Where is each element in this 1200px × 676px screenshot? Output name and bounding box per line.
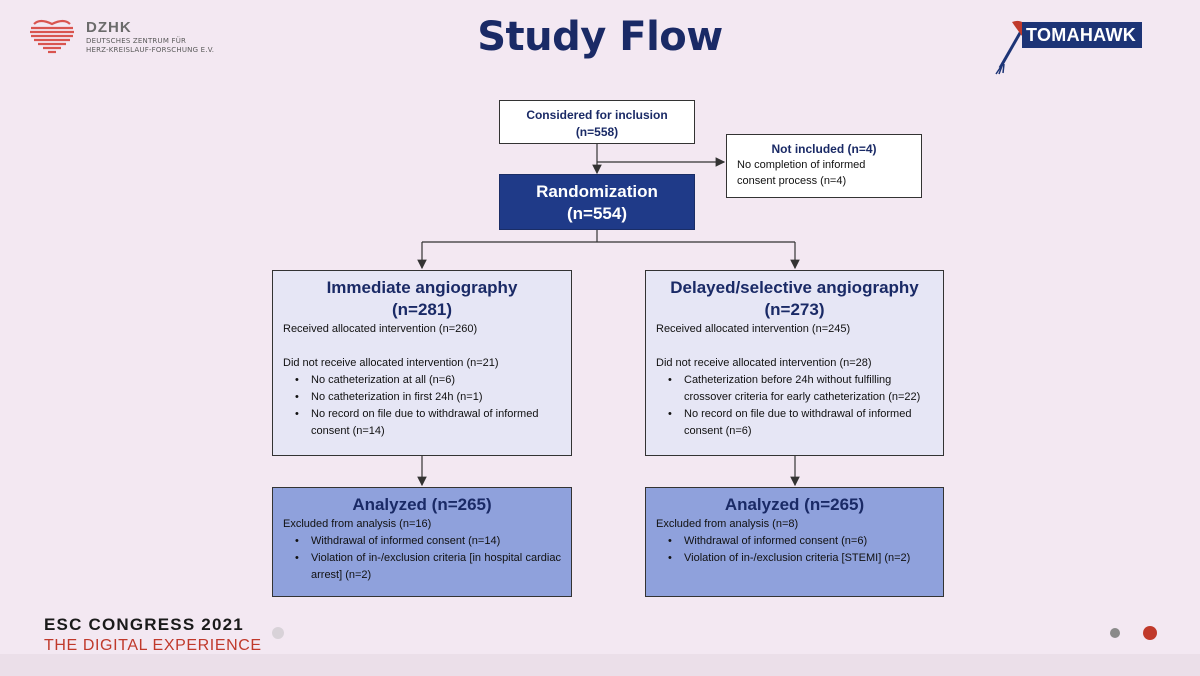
- delayed-title: Delayed/selective angiography: [670, 278, 919, 297]
- not-included-title: Not included (n=4): [771, 142, 877, 156]
- analyzed-right-box: Analyzed (n=265) Excluded from analysis …: [645, 487, 944, 597]
- immediate-bullets: No catheterization at all (n=6) No cathe…: [283, 372, 561, 440]
- esc-title: ESC CONGRESS 2021: [44, 615, 244, 634]
- page-title: Study Flow: [477, 14, 723, 60]
- immediate-count: (n=281): [392, 300, 452, 319]
- delayed-count: (n=273): [764, 300, 825, 319]
- immediate-received: Received allocated intervention (n=260): [283, 323, 478, 335]
- esc-congress-logo: ESC CONGRESS 2021 THE DIGITAL EXPERIENCE: [44, 615, 262, 655]
- list-item: No catheterization at all (n=6): [295, 372, 561, 389]
- not-included-box: Not included (n=4) No completion of info…: [726, 134, 922, 198]
- randomization-box: Randomization (n=554): [499, 174, 695, 230]
- delayed-received: Received allocated intervention (n=245): [656, 323, 851, 335]
- esc-subtitle: THE DIGITAL EXPERIENCE: [44, 637, 262, 654]
- analyzed-left-box: Analyzed (n=265) Excluded from analysis …: [272, 487, 572, 597]
- delayed-not-received: Did not receive allocated intervention (…: [656, 357, 872, 369]
- immediate-title: Immediate angiography: [326, 278, 518, 297]
- tomahawk-label: TOMAHAWK: [1022, 22, 1143, 48]
- delayed-bullets: Catheterization before 24h without fulfi…: [656, 372, 933, 440]
- slide-dot-active[interactable]: [1143, 626, 1157, 640]
- immediate-not-received: Did not receive allocated intervention (…: [283, 357, 499, 369]
- dzhk-logo: DZHK DEUTSCHES ZENTRUM FÜR HERZ-KREISLAU…: [28, 18, 228, 58]
- considered-count: (n=558): [575, 125, 619, 139]
- list-item: Withdrawal of informed consent (n=14): [295, 533, 561, 550]
- analyzed-right-bullets: Withdrawal of informed consent (n=6) Vio…: [656, 533, 933, 567]
- not-included-line-1: No completion of informed: [737, 159, 866, 171]
- list-item: Violation of in-/exclusion criteria [STE…: [668, 550, 933, 567]
- immediate-box: Immediate angiography (n=281) Received a…: [272, 270, 572, 456]
- analyzed-left-bullets: Withdrawal of informed consent (n=14) Vi…: [283, 533, 561, 584]
- delayed-box: Delayed/selective angiography (n=273) Re…: [645, 270, 944, 456]
- list-item: No record on file due to withdrawal of i…: [295, 406, 561, 440]
- dzhk-name: DZHK: [86, 19, 132, 36]
- considered-title: Considered for inclusion: [526, 108, 668, 122]
- list-item: Withdrawal of informed consent (n=6): [668, 533, 933, 550]
- list-item: No record on file due to withdrawal of i…: [668, 406, 933, 440]
- list-item: Catheterization before 24h without fulfi…: [668, 372, 933, 406]
- list-item: No catheterization in first 24h (n=1): [295, 389, 561, 406]
- analyzed-left-excluded: Excluded from analysis (n=16): [283, 518, 432, 530]
- dzhk-subtitle: DEUTSCHES ZENTRUM FÜR HERZ-KREISLAUF-FOR…: [86, 37, 215, 54]
- heart-icon: [30, 19, 74, 54]
- considered-box: Considered for inclusion (n=558): [499, 100, 695, 144]
- slide-dot-inactive[interactable]: [1110, 628, 1120, 638]
- slide-dot-left[interactable]: [272, 627, 284, 639]
- randomization-count: (n=554): [567, 204, 627, 223]
- analyzed-right-title: Analyzed (n=265): [724, 495, 865, 514]
- randomization-title: Randomization: [536, 182, 658, 201]
- not-included-line-2: consent process (n=4): [737, 175, 847, 187]
- slide-bottom-bar: [0, 654, 1200, 676]
- list-item: Violation of in-/exclusion criteria [in …: [295, 550, 561, 584]
- tomahawk-logo: TOMAHAWK: [994, 16, 1174, 76]
- analyzed-right-excluded: Excluded from analysis (n=8): [656, 518, 799, 530]
- analyzed-left-title: Analyzed (n=265): [352, 495, 492, 514]
